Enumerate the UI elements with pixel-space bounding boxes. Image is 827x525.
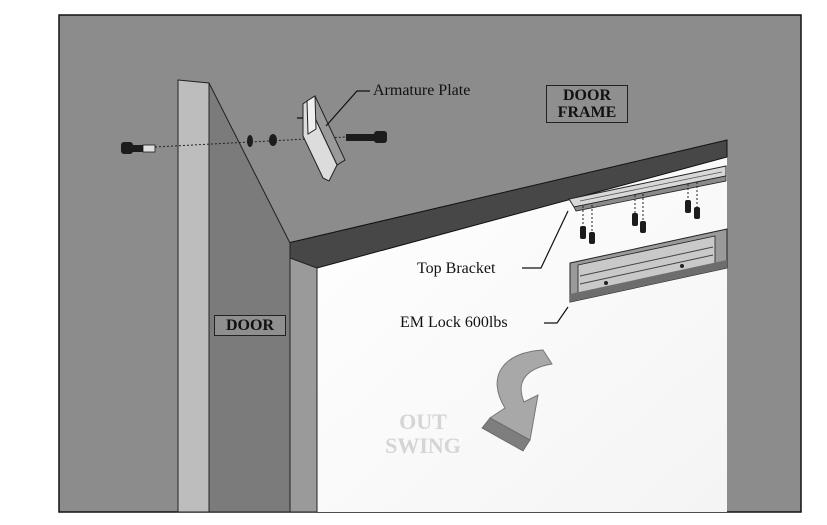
washer-icon bbox=[269, 134, 277, 146]
em-lock-icon bbox=[569, 228, 728, 303]
armature-plate-leader bbox=[325, 90, 370, 127]
armature-plate-label: Armature Plate bbox=[373, 82, 471, 99]
door-edge bbox=[177, 79, 210, 513]
top-bracket-label: Top Bracket bbox=[417, 260, 496, 277]
washer-icon bbox=[247, 135, 253, 147]
out-swing-label-line1: OUT bbox=[399, 409, 447, 434]
em-lock-leader bbox=[544, 306, 569, 324]
door-frame-label-line2: FRAME bbox=[557, 104, 617, 121]
out-swing-label: OUT SWING bbox=[373, 410, 473, 458]
armature-plate-icon bbox=[297, 95, 346, 182]
bracket-screws-icon bbox=[580, 182, 700, 244]
door-frame-label-line1: DOOR bbox=[563, 87, 611, 104]
out-swing-arrow-icon bbox=[481, 349, 553, 452]
em-lock-label: EM Lock 600lbs bbox=[400, 314, 508, 331]
out-swing-label-line2: SWING bbox=[385, 433, 461, 458]
door-opening bbox=[317, 157, 727, 512]
door-label: DOOR bbox=[214, 315, 286, 336]
top-bracket-leader bbox=[522, 210, 569, 269]
sex-bolt-icon bbox=[121, 142, 156, 154]
mounting-bolt-icon bbox=[346, 131, 387, 143]
door-frame-label: DOOR FRAME bbox=[546, 85, 628, 123]
frame-left-jamb bbox=[289, 257, 318, 513]
